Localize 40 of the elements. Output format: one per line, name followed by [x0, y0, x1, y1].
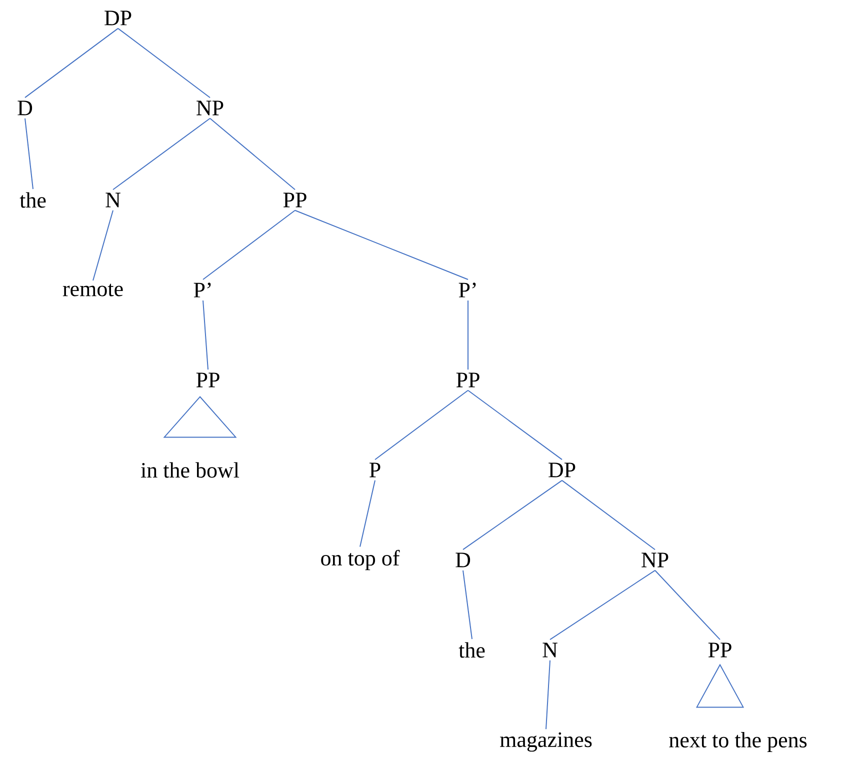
branch-line — [112, 118, 210, 190]
tree-label: magazines — [500, 732, 592, 752]
tree-label: D — [18, 100, 32, 116]
branch-line — [654, 570, 720, 640]
tree-label: NP — [642, 552, 668, 568]
branch-line — [210, 118, 296, 190]
tree-label: next to the pens — [669, 732, 807, 752]
branch-line — [24, 28, 118, 98]
branch-line — [92, 210, 114, 281]
branch-line — [202, 300, 208, 370]
tree-label: the — [20, 192, 46, 208]
tree-label: P — [370, 462, 380, 478]
tree-label: on top of — [321, 550, 400, 570]
branch-line — [562, 480, 656, 550]
tree-label: PP — [708, 642, 732, 658]
branch-line — [374, 390, 468, 460]
tree-label: PP — [456, 372, 480, 388]
tree-label: N — [106, 192, 120, 208]
branch-line — [462, 480, 562, 550]
tree-label: P’ — [194, 282, 211, 298]
tree-label: remote — [62, 284, 123, 296]
tree-label: P’ — [458, 282, 476, 298]
branch-line — [462, 570, 472, 640]
branch-line — [360, 480, 376, 548]
tree-label: in the bowl — [140, 462, 240, 478]
branch-line — [550, 570, 656, 640]
branch-line — [202, 210, 296, 280]
tree-label: PP — [283, 192, 306, 208]
tree-label: N — [542, 642, 558, 658]
branch-line — [546, 660, 550, 730]
tree-label: PP — [196, 372, 220, 388]
branch-line — [24, 118, 34, 190]
tree-label: DP — [548, 462, 576, 478]
branch-line — [118, 28, 210, 98]
tree-label: D — [456, 552, 470, 568]
tree-label: the — [458, 642, 485, 658]
tree-label: DP — [104, 10, 132, 26]
tree-label: NP — [196, 100, 224, 116]
branch-line — [294, 210, 468, 280]
branch-line — [468, 390, 562, 460]
